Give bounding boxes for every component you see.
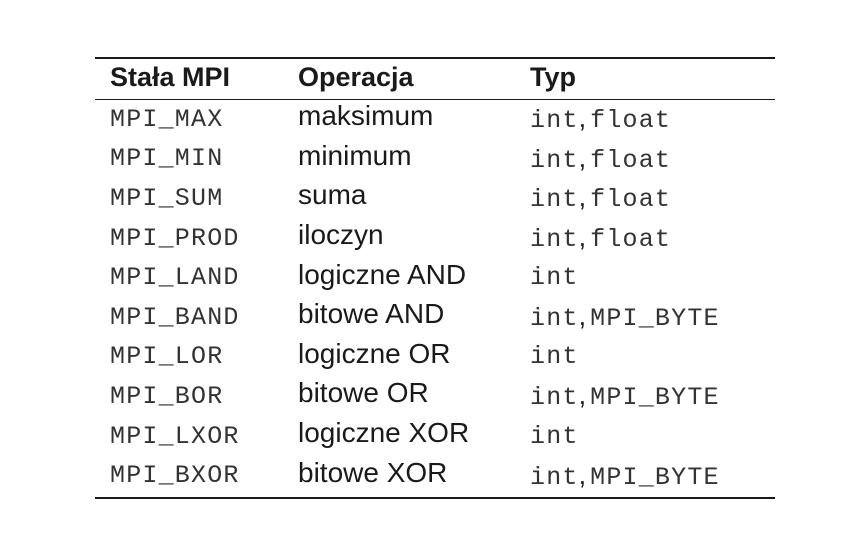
operation-label: logiczne OR <box>298 337 451 369</box>
type-value: MPI_BYTE <box>590 383 720 413</box>
operation-label: bitowe AND <box>298 298 445 330</box>
cell-type: int, MPI_BYTE <box>530 297 775 337</box>
type-value: int <box>530 383 579 413</box>
cell-constant: MPI_MIN <box>110 144 224 174</box>
table-row: MPI_LAND logiczne AND int <box>95 258 775 298</box>
type-value: MPI_BYTE <box>590 462 720 492</box>
cell-constant: MPI_BAND <box>110 302 240 332</box>
cell-operation: bitowe AND <box>298 297 530 337</box>
cell-type: int, float <box>530 139 775 179</box>
type-value: int <box>530 106 579 136</box>
top-rule <box>95 57 775 59</box>
type-value: int <box>530 462 579 492</box>
table-row: MPI_LOR logiczne OR int <box>95 337 775 377</box>
operation-label: logiczne AND <box>298 258 467 290</box>
type-value: int <box>530 185 579 215</box>
type-value: float <box>590 225 672 255</box>
cell-operation: iloczyn <box>298 218 530 258</box>
table-header: Stała MPI Operacja Typ <box>95 59 775 97</box>
mpi-operations-table: Stała MPI Operacja Typ MPI_MAX maksimum in… <box>95 57 775 499</box>
table-row: MPI_SUM suma int, float <box>95 179 775 219</box>
cell-type: int, float <box>530 179 775 219</box>
type-separator: , <box>578 380 587 411</box>
table-row: MPI_MAX maksimum int, float <box>95 100 775 140</box>
operation-label: iloczyn <box>298 219 384 251</box>
cell-type: int, MPI_BYTE <box>530 456 775 496</box>
table-row: MPI_BXOR bitowe XOR int, MPI_BYTE <box>95 456 775 496</box>
type-separator: , <box>578 182 587 213</box>
bottom-rule <box>95 497 775 499</box>
table-row: MPI_BAND bitowe AND int, MPI_BYTE <box>95 297 775 337</box>
type-value: int <box>530 145 579 175</box>
operation-label: bitowe XOR <box>298 456 448 488</box>
cell-type: int <box>530 258 775 298</box>
cell-type: int <box>530 337 775 377</box>
cell-constant: MPI_MAX <box>110 104 224 134</box>
cell-constant: MPI_LXOR <box>110 421 240 451</box>
cell-constant: MPI_LAND <box>110 263 240 293</box>
operation-label: logiczne XOR <box>298 417 470 449</box>
cell-operation: logiczne AND <box>298 258 530 298</box>
cell-operation: logiczne OR <box>298 337 530 377</box>
operation-label: minimum <box>298 139 412 171</box>
table-row: MPI_PROD iloczyn int, float <box>95 218 775 258</box>
cell-operation: maksimum <box>298 100 530 140</box>
type-separator: , <box>578 222 587 253</box>
header-constant: Stała MPI <box>110 62 231 92</box>
operation-label: bitowe OR <box>298 377 429 409</box>
type-value: int <box>530 225 579 255</box>
type-separator: , <box>578 459 587 490</box>
cell-type: int, float <box>530 100 775 140</box>
header-type: Typ <box>530 62 576 92</box>
cell-type: int, float <box>530 218 775 258</box>
type-value: int <box>530 304 579 334</box>
type-value: float <box>590 185 672 215</box>
type-value: int <box>530 263 579 293</box>
cell-operation: bitowe XOR <box>298 456 530 496</box>
type-separator: , <box>578 103 587 134</box>
header-row: Stała MPI Operacja Typ <box>95 59 775 97</box>
cell-constant: MPI_SUM <box>110 183 224 213</box>
operation-label: suma <box>298 179 367 211</box>
header-operation: Operacja <box>298 62 414 92</box>
table-row: MPI_BOR bitowe OR int, MPI_BYTE <box>95 377 775 417</box>
type-value: float <box>590 145 672 175</box>
type-value: float <box>590 106 672 136</box>
cell-constant: MPI_PROD <box>110 223 240 253</box>
cell-operation: suma <box>298 179 530 219</box>
cell-operation: minimum <box>298 139 530 179</box>
cell-operation: logiczne XOR <box>298 416 530 456</box>
type-value: int <box>530 421 579 451</box>
cell-constant: MPI_BXOR <box>110 461 240 491</box>
cell-constant: MPI_LOR <box>110 342 224 372</box>
header-rule <box>95 98 775 100</box>
table-row: MPI_MIN minimum int, float <box>95 139 775 179</box>
operation-label: maksimum <box>298 100 434 132</box>
type-separator: , <box>578 142 587 173</box>
table: Stała MPI Operacja Typ <box>95 59 775 97</box>
cell-constant: MPI_BOR <box>110 381 224 411</box>
cell-type: int <box>530 416 775 456</box>
type-value: int <box>530 342 579 372</box>
type-separator: , <box>578 301 587 332</box>
cell-operation: bitowe OR <box>298 377 530 417</box>
type-value: MPI_BYTE <box>590 304 720 334</box>
cell-type: int, MPI_BYTE <box>530 377 775 417</box>
table-row: MPI_LXOR logiczne XOR int <box>95 416 775 456</box>
